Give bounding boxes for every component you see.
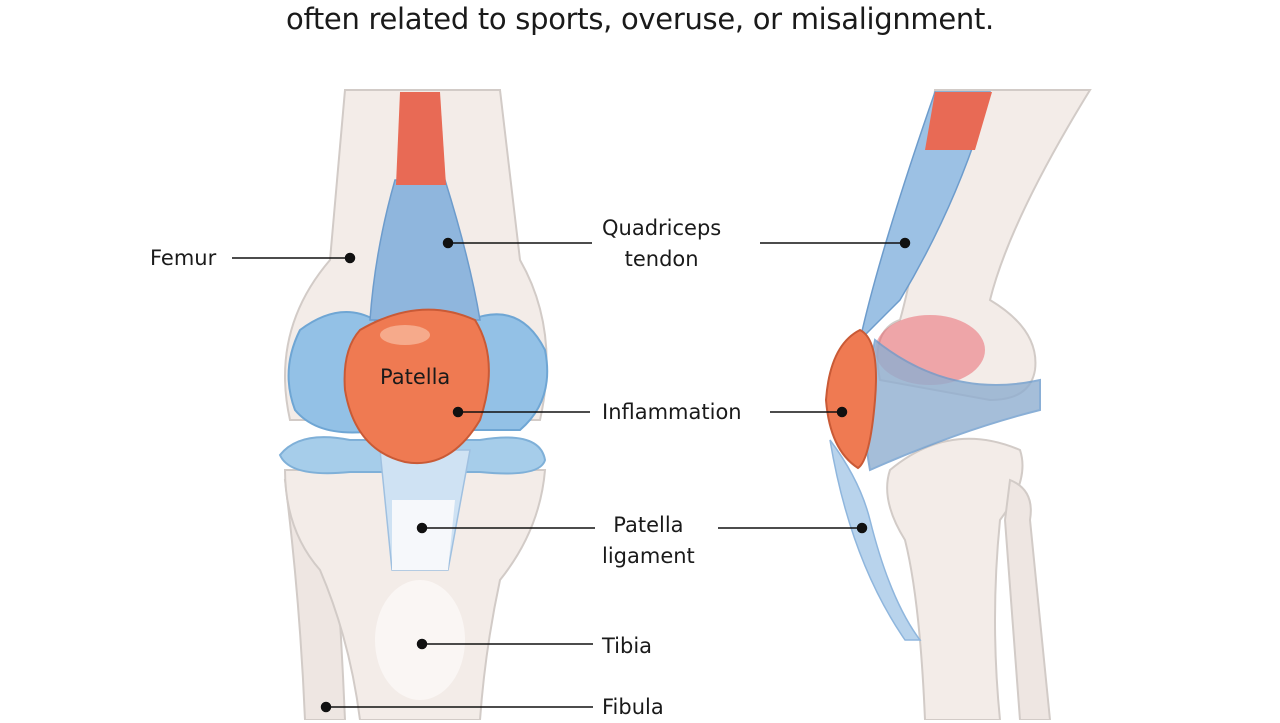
caption-text: often related to sports, overuse, or mis… bbox=[286, 2, 994, 36]
fibula-side bbox=[1003, 478, 1052, 720]
patella-ligament-white bbox=[392, 500, 455, 570]
label-patella-inner: Patella bbox=[380, 365, 451, 389]
front-knee-view bbox=[278, 89, 549, 720]
label-patella-ligament-line1: Patella bbox=[613, 513, 684, 537]
patella-ligament-side bbox=[829, 439, 922, 641]
side-knee-view bbox=[824, 89, 1092, 720]
quadriceps-tendon-front bbox=[369, 179, 481, 321]
label-fibula: Fibula bbox=[602, 695, 664, 719]
patella-side bbox=[824, 328, 877, 470]
patella-highlight bbox=[380, 325, 430, 345]
label-femur: Femur bbox=[150, 246, 217, 270]
label-quadriceps-line2: tendon bbox=[624, 247, 699, 271]
label-quadriceps-tendon: Quadriceps tendon bbox=[602, 213, 721, 275]
quadriceps-muscle-front bbox=[396, 92, 446, 185]
label-tibia: Tibia bbox=[602, 634, 653, 658]
quadriceps-tendon-side bbox=[858, 91, 991, 343]
tibia-side bbox=[886, 437, 1024, 720]
label-quadriceps-line1: Quadriceps bbox=[602, 216, 722, 240]
patella-front bbox=[343, 308, 490, 465]
leader-lines bbox=[232, 237, 911, 713]
label-patella-ligament-line2: ligament bbox=[602, 544, 695, 568]
quadriceps-muscle-side bbox=[925, 92, 992, 150]
label-patella-ligament: Patella ligament bbox=[602, 510, 695, 572]
label-inflammation: Inflammation bbox=[602, 400, 742, 424]
